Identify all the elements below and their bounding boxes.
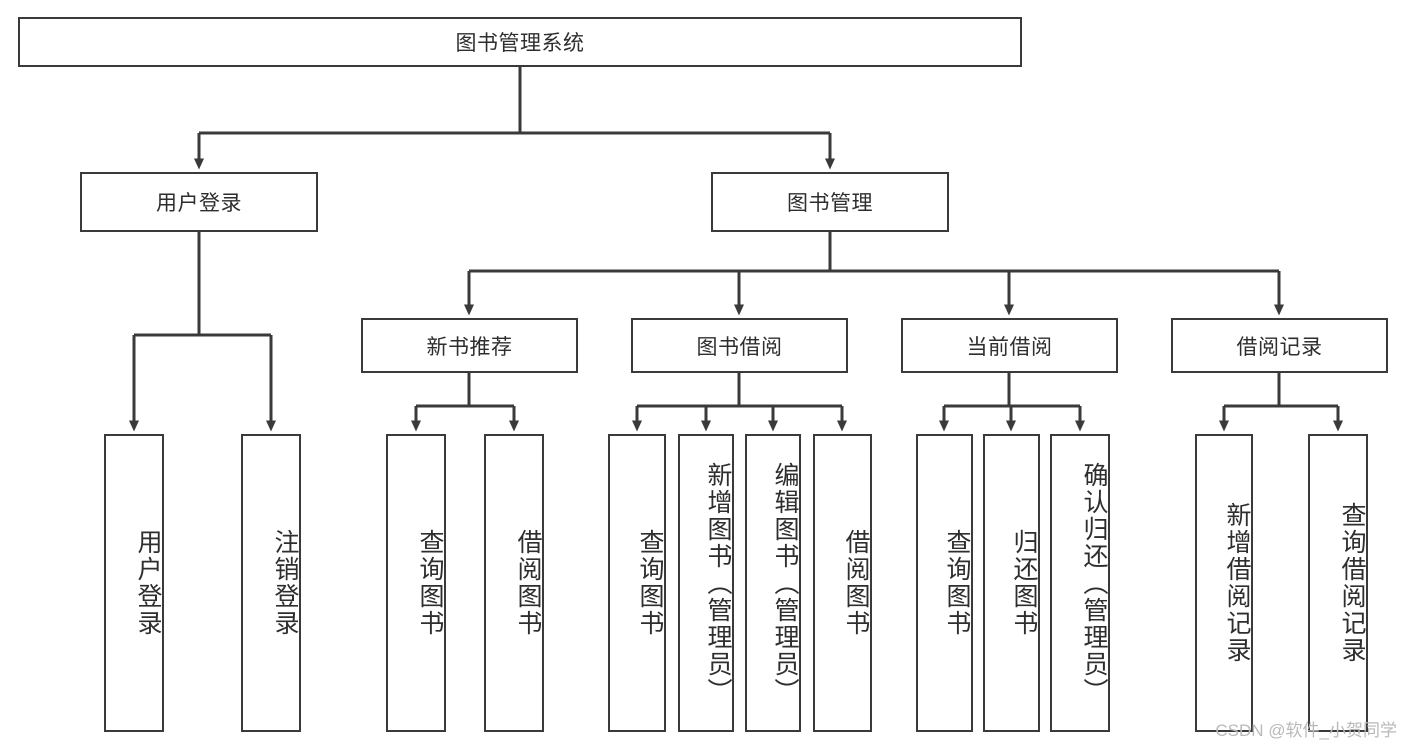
node-user-login[interactable]: 用户登录 bbox=[80, 172, 318, 232]
node-leaf-query-book-cur[interactable]: 查询图书 bbox=[916, 434, 973, 732]
node-leaf-query-book-rec-label: 查询图书 bbox=[416, 529, 444, 637]
node-leaf-confirm-return[interactable]: 确认归还（管理员） bbox=[1050, 434, 1110, 732]
node-current-borrow[interactable]: 当前借阅 bbox=[901, 318, 1118, 373]
node-book-borrow[interactable]: 图书借阅 bbox=[631, 318, 848, 373]
node-user-login-label: 用户登录 bbox=[156, 192, 242, 215]
node-leaf-borrow-book-label: 借阅图书 bbox=[842, 529, 870, 637]
node-book-manage-label: 图书管理 bbox=[787, 192, 873, 215]
node-leaf-query-book-borrow-label: 查询图书 bbox=[636, 529, 664, 637]
node-leaf-query-record-label: 查询借阅记录 bbox=[1338, 502, 1366, 664]
node-current-borrow-label: 当前借阅 bbox=[966, 335, 1053, 359]
node-leaf-edit-book[interactable]: 编辑图书（管理员） bbox=[745, 434, 801, 732]
node-borrow-record[interactable]: 借阅记录 bbox=[1171, 318, 1388, 373]
node-book-borrow-label: 图书借阅 bbox=[696, 335, 783, 359]
node-book-manage[interactable]: 图书管理 bbox=[711, 172, 949, 232]
node-leaf-user-login-label: 用户登录 bbox=[134, 529, 162, 637]
node-leaf-add-record-label: 新增借阅记录 bbox=[1223, 502, 1251, 664]
node-leaf-query-record[interactable]: 查询借阅记录 bbox=[1308, 434, 1368, 732]
node-leaf-query-book-rec[interactable]: 查询图书 bbox=[386, 434, 446, 732]
node-leaf-logout-label: 注销登录 bbox=[271, 529, 299, 637]
node-leaf-edit-book-label: 编辑图书（管理员） bbox=[771, 461, 799, 705]
node-leaf-user-login[interactable]: 用户登录 bbox=[104, 434, 164, 732]
node-leaf-add-book[interactable]: 新增图书（管理员） bbox=[678, 434, 734, 732]
node-leaf-query-book-borrow[interactable]: 查询图书 bbox=[608, 434, 666, 732]
node-root-label: 图书管理系统 bbox=[455, 32, 585, 55]
node-root[interactable]: 图书管理系统 bbox=[18, 17, 1022, 67]
node-leaf-add-book-label: 新增图书（管理员） bbox=[704, 461, 732, 705]
node-leaf-logout[interactable]: 注销登录 bbox=[241, 434, 301, 732]
node-borrow-record-label: 借阅记录 bbox=[1236, 335, 1323, 359]
node-leaf-query-book-cur-label: 查询图书 bbox=[943, 529, 971, 637]
node-leaf-borrow-book[interactable]: 借阅图书 bbox=[813, 434, 872, 732]
node-leaf-borrow-book-rec[interactable]: 借阅图书 bbox=[484, 434, 544, 732]
node-leaf-confirm-return-label: 确认归还（管理员） bbox=[1080, 461, 1108, 705]
node-leaf-borrow-book-rec-label: 借阅图书 bbox=[514, 529, 542, 637]
node-new-book-rec[interactable]: 新书推荐 bbox=[361, 318, 578, 373]
node-leaf-return-book-label: 归还图书 bbox=[1010, 529, 1038, 637]
node-leaf-return-book[interactable]: 归还图书 bbox=[983, 434, 1040, 732]
watermark: CSDN @软件_小贺同学 bbox=[1215, 721, 1397, 740]
node-new-book-rec-label: 新书推荐 bbox=[426, 335, 513, 359]
node-leaf-add-record[interactable]: 新增借阅记录 bbox=[1195, 434, 1253, 732]
